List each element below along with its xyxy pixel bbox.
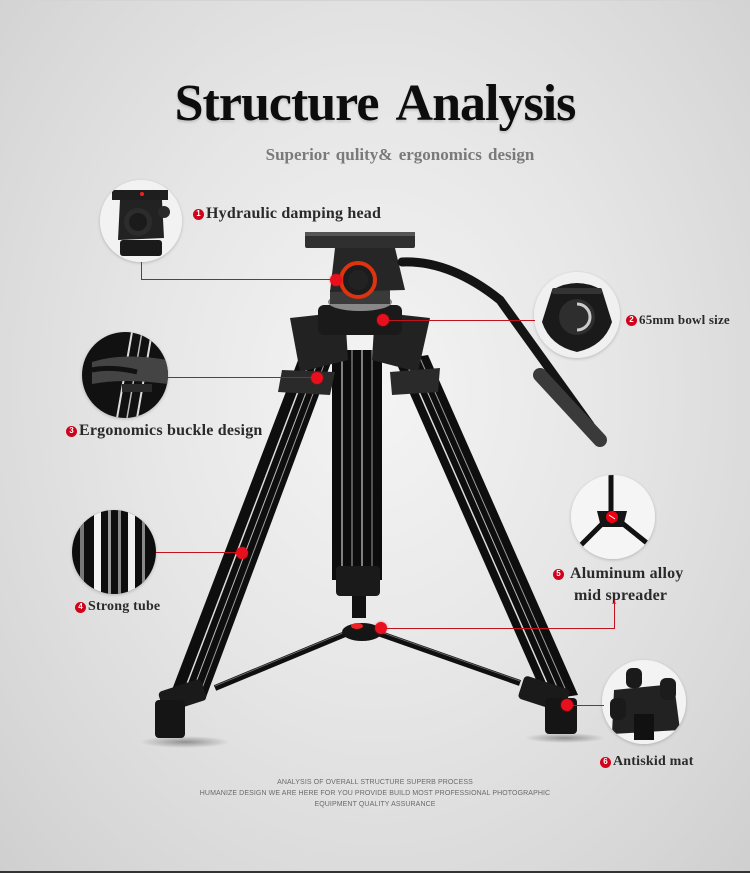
number-badge: 2: [626, 314, 637, 326]
callout-3-leader: [168, 377, 316, 378]
rubber-feet-closeup-image: [602, 660, 686, 744]
number-badge: 5: [553, 568, 564, 580]
callout-6-leader: [570, 705, 604, 706]
bowl-closeup-image: [534, 272, 620, 358]
callout-4-leader: [156, 552, 240, 553]
callout-2-leader: [385, 320, 535, 321]
number-badge: 3: [66, 425, 77, 437]
number-badge: 6: [600, 756, 611, 768]
footer-line-1: ANALYSIS OF OVERALL STRUCTURE SUPERB PRO…: [277, 779, 473, 786]
spreader-closeup-image: [571, 475, 655, 559]
callout-2-label: 2 65mm bowl size: [626, 312, 730, 328]
callout-1-marker: [330, 274, 342, 286]
callout-3-label: 3 Ergonomics buckle design: [66, 422, 263, 440]
callout-5-marker: [375, 622, 387, 634]
footer-line-3: EQUIPMENT QUALITY ASSURANCE: [314, 801, 436, 808]
callout-1-leader-vertical: [141, 262, 142, 280]
tube-closeup-image: [72, 510, 156, 594]
footer-line-2: HUMANIZE DESIGN WE ARE HERE FOR YOU PROV…: [199, 790, 551, 797]
callout-5-leader-horizontal: [384, 628, 615, 629]
page-title: Structure Analysis: [174, 75, 577, 132]
callout-1-label: 1 Hydraulic damping head: [193, 205, 381, 223]
leg-lock-closeup-image: [82, 332, 168, 418]
bottom-divider: [0, 871, 750, 873]
footer-text: ANALYSIS OF OVERALL STRUCTURE SUPERB PRO…: [0, 777, 750, 810]
callout-5-label-line2: mid spreader: [574, 587, 668, 604]
callout-1-leader-horizontal: [141, 279, 335, 280]
page-subtitle: Superior qulity& ergonomics design: [265, 145, 535, 164]
callout-2-marker: [377, 314, 389, 326]
fluid-head-closeup-image: [100, 180, 182, 262]
number-badge: 4: [75, 601, 86, 613]
callout-6-label: 6 Antiskid mat: [600, 754, 694, 770]
callout-4-label: 4 Strong tube: [75, 599, 160, 615]
number-badge: 1: [193, 208, 204, 220]
top-divider: [0, 0, 750, 1]
callout-6-marker: [561, 699, 573, 711]
callout-5-leader-vertical: [614, 600, 615, 628]
callout-4-marker: [236, 547, 248, 559]
callout-5-label-line1: 5 Aluminum alloy: [553, 565, 684, 583]
callout-3-marker: [311, 372, 323, 384]
